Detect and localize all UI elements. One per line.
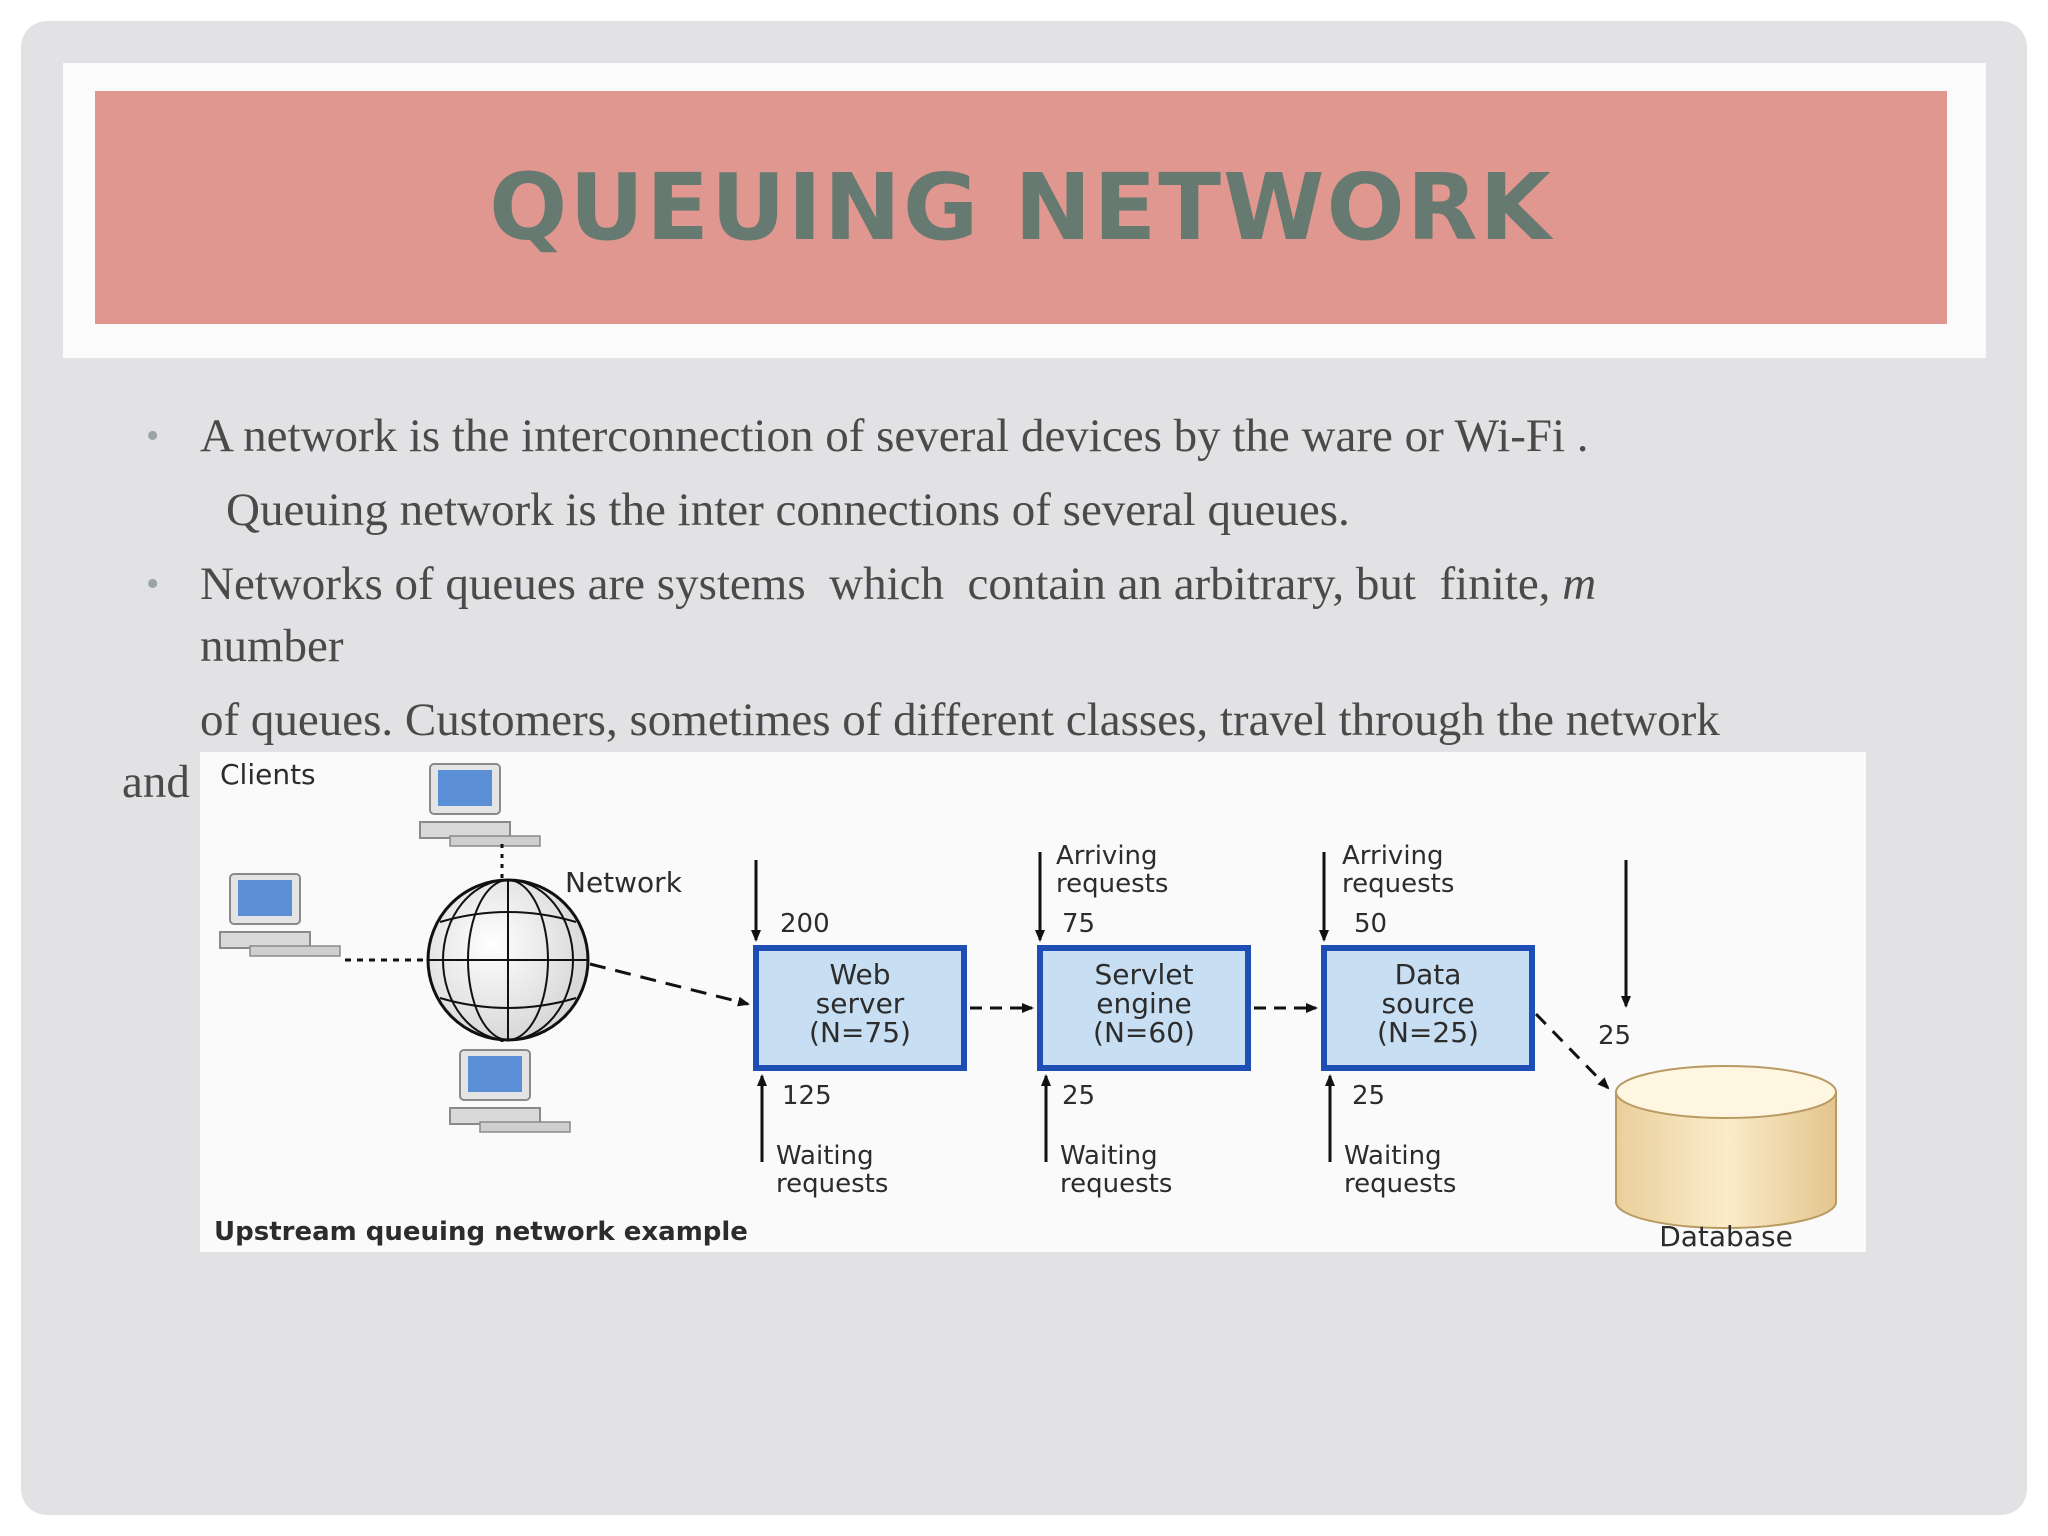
waiting-label: requests	[776, 1169, 888, 1199]
bullet-icon: •	[146, 415, 160, 457]
client-computer-icon	[419, 763, 541, 847]
data-source-box: Data source (N=25)	[1321, 945, 1535, 1071]
database-cylinder-icon	[1615, 1065, 1837, 1229]
client-computer-icon	[219, 873, 341, 957]
svg-text:(N=60): (N=60)	[1093, 1016, 1195, 1049]
slide-title: QUEUING NETWORK	[489, 154, 1553, 261]
svg-text:server: server	[816, 987, 905, 1020]
arriving-label: Arriving	[1342, 841, 1444, 871]
waiting-label: Waiting	[1344, 1141, 1442, 1171]
svg-text:engine: engine	[1096, 987, 1192, 1020]
web-server-box: Web server (N=75)	[753, 945, 967, 1071]
svg-text:source: source	[1382, 987, 1475, 1020]
waiting-value: 25	[1062, 1081, 1095, 1111]
clients-label: Clients	[220, 758, 316, 791]
waiting-value: 25	[1352, 1081, 1385, 1111]
servlet-engine-box: Servlet engine (N=60)	[1037, 945, 1251, 1071]
database-value: 25	[1598, 1021, 1631, 1051]
network-globe-icon	[426, 878, 590, 1042]
bullet-2-line-3: of queues. Customers, sometimes of diffe…	[200, 694, 1720, 746]
svg-text:Web: Web	[829, 958, 890, 991]
waiting-label: Waiting	[1060, 1141, 1158, 1171]
arriving-value: 75	[1062, 909, 1095, 939]
arriving-label: requests	[1056, 869, 1168, 899]
svg-text:Data: Data	[1395, 958, 1462, 991]
waiting-value: 125	[782, 1081, 832, 1111]
bullet-1-line-2: Queuing network is the inter connections…	[226, 484, 1350, 536]
bullet-1-line-1: A network is the interconnection of seve…	[200, 410, 1589, 462]
svg-text:Servlet: Servlet	[1094, 958, 1193, 991]
title-band: QUEUING NETWORK	[95, 91, 1947, 324]
arriving-label: Arriving	[1056, 841, 1158, 871]
svg-text:(N=25): (N=25)	[1377, 1016, 1479, 1049]
bullet-2-line-4: and	[122, 756, 190, 808]
diagram-caption: Upstream queuing network example	[214, 1217, 748, 1247]
bullet-2-italic-m: m	[1562, 558, 1597, 610]
bullet-2-line-1-text: Networks of queues are systems which con…	[200, 558, 1563, 610]
bullet-2-line-2: number	[200, 620, 344, 672]
waiting-label: Waiting	[776, 1141, 874, 1171]
arriving-value: 50	[1354, 909, 1387, 939]
database-label: Database	[1659, 1220, 1793, 1252]
network-label: Network	[565, 866, 683, 899]
waiting-label: requests	[1060, 1169, 1172, 1199]
waiting-label: requests	[1344, 1169, 1456, 1199]
bullet-2-line-1: Networks of queues are systems which con…	[200, 558, 1596, 610]
bullet-icon: •	[146, 563, 160, 605]
svg-text:(N=75): (N=75)	[809, 1016, 911, 1049]
arriving-label: requests	[1342, 869, 1454, 899]
client-computer-icon	[449, 1049, 571, 1133]
arriving-value: 200	[780, 909, 830, 939]
queuing-network-diagram: Clients	[200, 752, 1866, 1252]
